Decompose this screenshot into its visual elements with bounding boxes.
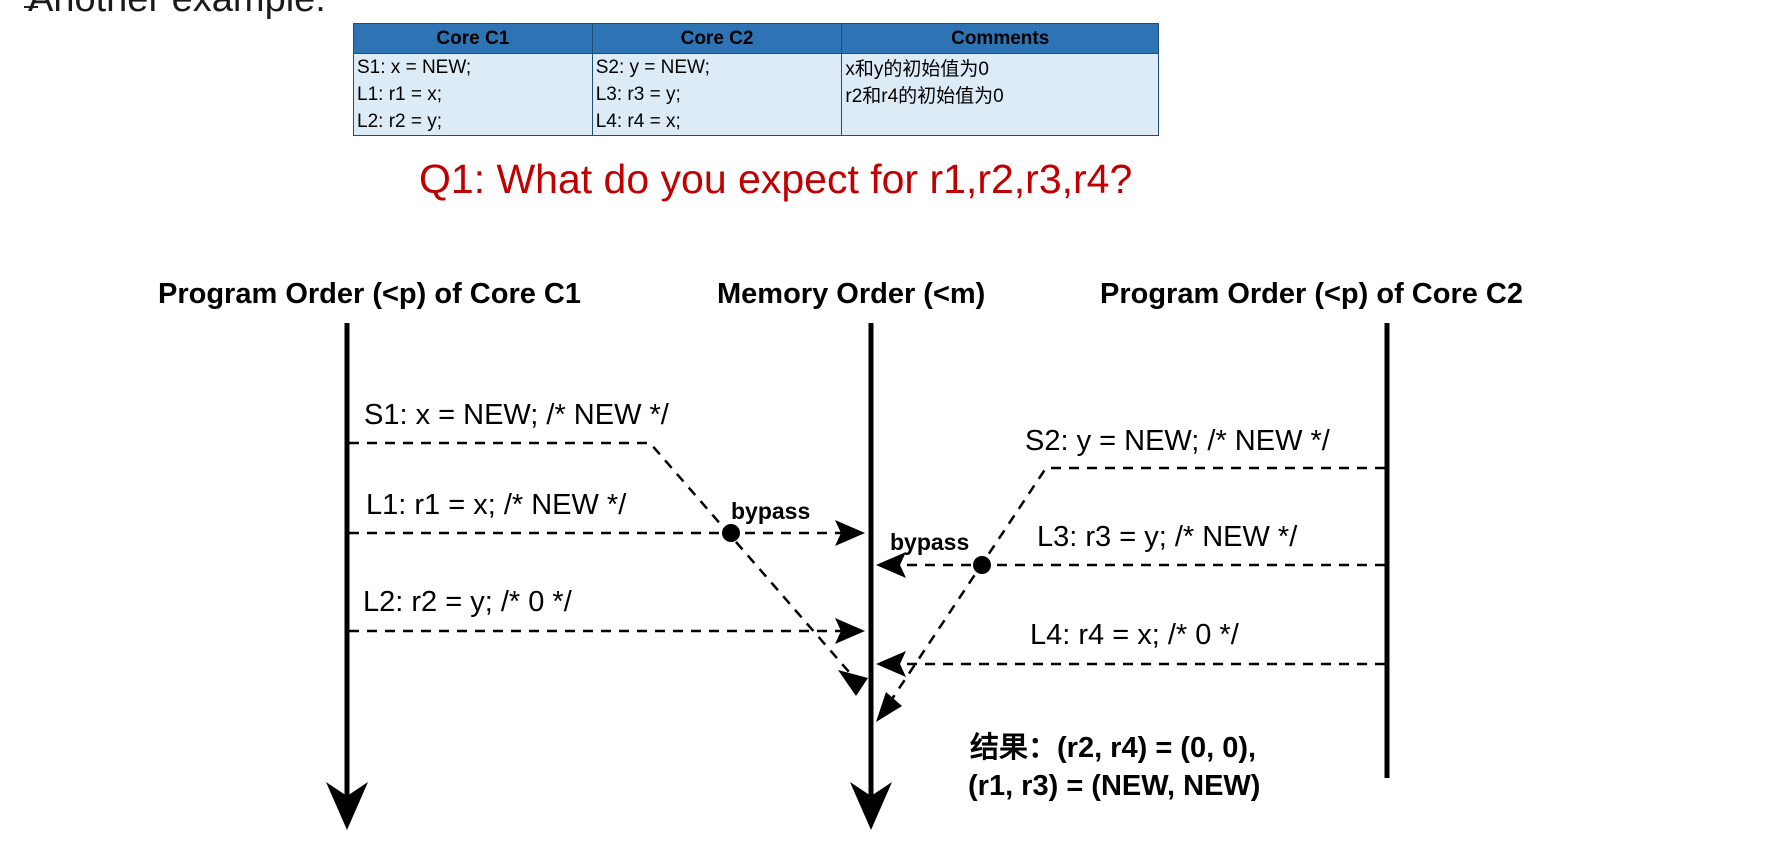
table-cell: S1: x = NEW; — [353, 53, 593, 81]
s2-store-arrow — [876, 466, 1385, 722]
table-cell — [841, 108, 1159, 136]
l3-arrowhead — [876, 552, 906, 578]
core2-title: Program Order (<p) of Core C2 — [1100, 278, 1523, 310]
table-cell: L3: r3 = y; — [591, 81, 843, 108]
core1-title: Program Order (<p) of Core C1 — [158, 278, 581, 310]
memory-timeline — [850, 323, 892, 830]
l3-load-arrow — [876, 552, 1385, 578]
l1-load-arrow — [349, 520, 865, 546]
l4-load-arrow — [876, 651, 1385, 677]
result-line-1: 结果：(r2, r4) = (0, 0), — [970, 731, 1256, 764]
table-header-row: Core C1 Core C2 Comments — [353, 23, 1159, 54]
table-cell: r2和r4的初始值为0 — [841, 81, 1159, 108]
table-row: L2: r2 = y; L4: r4 = x; — [353, 108, 1159, 136]
table-cell: L2: r2 = y; — [353, 108, 593, 136]
table-cell: x和y的初始值为0 — [841, 53, 1159, 81]
table-row: L1: r1 = x; L3: r3 = y; r2和r4的初始值为0 — [353, 81, 1159, 108]
core1-timeline-arrowhead — [326, 782, 368, 830]
question-text: Q1: What do you expect for r1,r2,r3,r4? — [419, 156, 1133, 202]
op-l3-label: L3: r3 = y; /* NEW */ — [1037, 521, 1298, 553]
result-line-2: (r1, r3) = (NEW, NEW) — [968, 770, 1260, 802]
l4-arrowhead — [876, 651, 906, 677]
bullet-icon — [24, 6, 38, 8]
code-table: Core C1 Core C2 Comments S1: x = NEW; S2… — [353, 23, 1159, 136]
l3-bypass-label: bypass — [890, 529, 969, 555]
core1-timeline — [326, 323, 368, 830]
l2-arrowhead — [835, 618, 865, 644]
s2-arrowhead — [876, 692, 902, 722]
op-l2-label: L2: r2 = y; /* 0 */ — [363, 586, 573, 618]
s1-arrowhead — [838, 670, 868, 696]
l2-load-arrow — [349, 618, 865, 644]
table-cell: S2: y = NEW; — [591, 53, 843, 81]
s1-store-arrow — [349, 441, 868, 696]
table-row: S1: x = NEW; S2: y = NEW; x和y的初始值为0 — [353, 53, 1159, 81]
slide-heading: Another example: — [28, 0, 326, 21]
op-s1-label: S1: x = NEW; /* NEW */ — [364, 399, 670, 431]
op-s2-label: S2: y = NEW; /* NEW */ — [1025, 425, 1331, 457]
header-core-c1: Core C1 — [353, 23, 593, 54]
l3-bypass-dot — [973, 556, 991, 574]
op-l1-label: L1: r1 = x; /* NEW */ — [366, 489, 627, 521]
header-comments: Comments — [841, 23, 1159, 54]
table-cell: L1: r1 = x; — [353, 81, 593, 108]
l1-bypass-label: bypass — [731, 498, 810, 524]
l1-bypass-dot — [722, 524, 740, 542]
op-l4-label: L4: r4 = x; /* 0 */ — [1030, 619, 1240, 651]
header-core-c2: Core C2 — [591, 23, 843, 54]
l1-arrowhead — [835, 520, 865, 546]
memory-order-title: Memory Order (<m) — [717, 278, 985, 310]
table-cell: L4: r4 = x; — [591, 108, 843, 136]
slide-heading-area: Another example: — [0, 0, 700, 22]
memory-timeline-arrowhead — [850, 782, 892, 830]
